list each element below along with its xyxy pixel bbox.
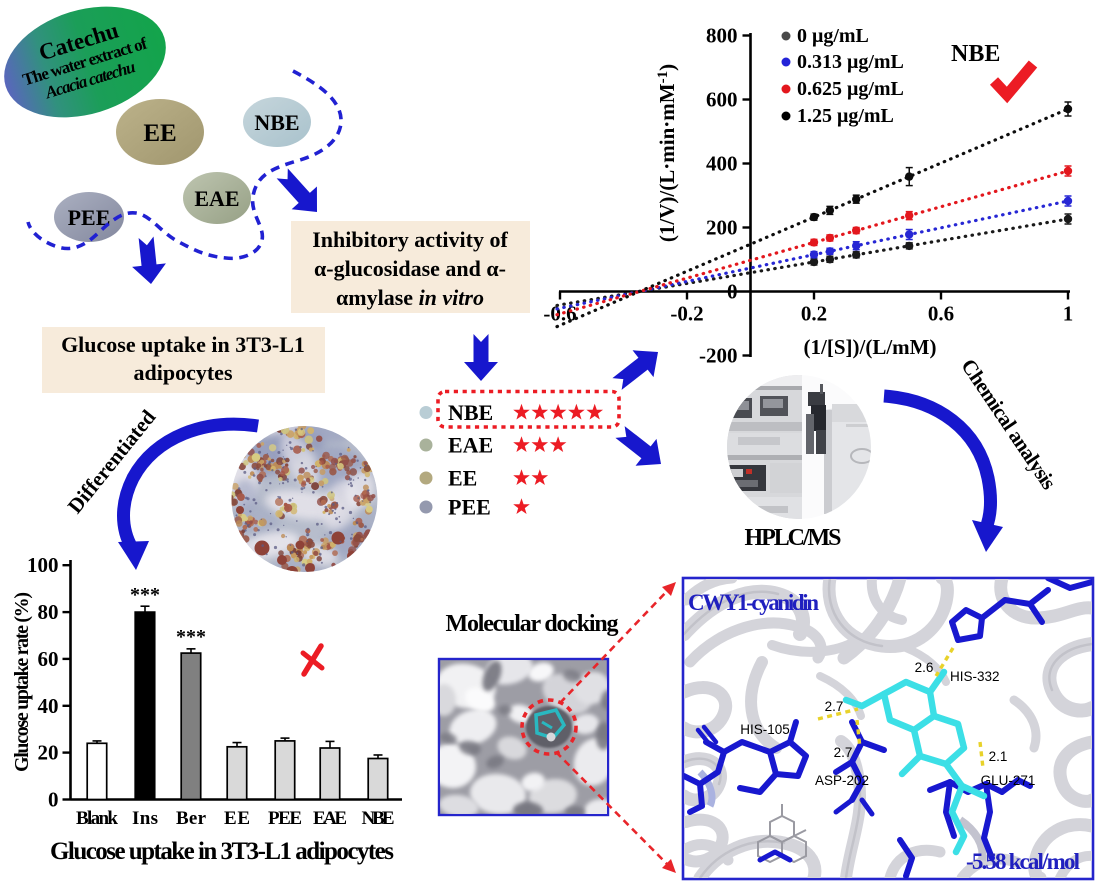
svg-text:1: 1 xyxy=(1063,302,1074,326)
svg-text:40: 40 xyxy=(38,694,59,718)
svg-text:αmylase in vitro: αmylase in vitro xyxy=(336,285,484,310)
svg-text:2.6: 2.6 xyxy=(915,660,934,675)
svg-text:***: *** xyxy=(176,626,206,648)
svg-text:600: 600 xyxy=(706,88,738,112)
svg-text:EE: EE xyxy=(143,120,176,147)
svg-text:0: 0 xyxy=(48,788,59,812)
svg-text:20: 20 xyxy=(38,741,59,765)
svg-text:Glucose uptake in 3T3-L1 adipo: Glucose uptake in 3T3-L1 adipocytes xyxy=(50,838,394,865)
svg-text:Inhibitory activity of: Inhibitory activity of xyxy=(312,227,508,252)
svg-text:EE: EE xyxy=(448,466,477,491)
svg-text:α-glucosidase and α-: α-glucosidase and α- xyxy=(314,256,506,281)
svg-text:400: 400 xyxy=(706,152,738,176)
svg-text:0.625 μg/mL: 0.625 μg/mL xyxy=(797,78,904,100)
svg-text:0: 0 xyxy=(727,280,738,304)
svg-text:NBE: NBE xyxy=(254,110,299,135)
svg-text:(1/[S])/(L/mM): (1/[S])/(L/mM) xyxy=(804,335,937,359)
svg-text:PEE: PEE xyxy=(448,495,491,520)
svg-text:80: 80 xyxy=(38,600,59,624)
svg-text:Chemical analysis: Chemical analysis xyxy=(956,354,1061,493)
svg-text:100: 100 xyxy=(27,553,59,577)
svg-text:Blank: Blank xyxy=(76,808,118,829)
svg-text:CWY1-cyanidin: CWY1-cyanidin xyxy=(688,590,819,615)
svg-text:Glucose uptake in 3T3-L1: Glucose uptake in 3T3-L1 xyxy=(61,332,305,357)
svg-text:PEE: PEE xyxy=(268,808,302,829)
svg-text:0.313 μg/mL: 0.313 μg/mL xyxy=(797,51,904,73)
svg-text:-5.58 kcal/mol: -5.58 kcal/mol xyxy=(966,849,1080,874)
svg-text:EAE: EAE xyxy=(448,433,493,458)
svg-text:2.7: 2.7 xyxy=(825,699,844,714)
svg-text:0.2: 0.2 xyxy=(801,302,827,326)
svg-text:2.7: 2.7 xyxy=(834,745,853,760)
svg-text:2.1: 2.1 xyxy=(989,749,1008,764)
svg-text:Ber: Ber xyxy=(176,808,207,829)
svg-text:NBE: NBE xyxy=(951,41,1000,67)
svg-text:EAE: EAE xyxy=(313,808,347,829)
svg-text:1.25 μg/mL: 1.25 μg/mL xyxy=(797,105,894,127)
svg-text:(1/V)/(L·min·mM-1): (1/V)/(L·min·mM-1) xyxy=(655,64,679,242)
svg-text:NBE: NBE xyxy=(362,808,395,829)
svg-text:800: 800 xyxy=(706,24,738,48)
svg-text:HPLC/MS: HPLC/MS xyxy=(745,525,842,551)
svg-text:-200: -200 xyxy=(699,344,738,368)
svg-text:0 μg/mL: 0 μg/mL xyxy=(797,25,869,47)
svg-text:***: *** xyxy=(130,584,160,606)
svg-text:HIS-105: HIS-105 xyxy=(740,722,790,737)
svg-text:60: 60 xyxy=(38,647,59,671)
svg-text:Glucose uptake rate (%): Glucose uptake rate (%) xyxy=(11,592,33,772)
svg-text:EE: EE xyxy=(224,808,250,829)
svg-text:EAE: EAE xyxy=(194,186,239,211)
svg-text:200: 200 xyxy=(706,216,738,240)
svg-text:GLU-271: GLU-271 xyxy=(981,773,1036,788)
svg-text:PEE: PEE xyxy=(68,205,111,230)
svg-text:adipocytes: adipocytes xyxy=(134,360,233,385)
svg-text:0.6: 0.6 xyxy=(928,302,954,326)
svg-text:Ins: Ins xyxy=(132,808,158,829)
svg-text:HIS-332: HIS-332 xyxy=(950,669,1000,684)
svg-text:ASP-202: ASP-202 xyxy=(815,773,869,788)
svg-text:-0.2: -0.2 xyxy=(670,302,703,326)
svg-text:NBE: NBE xyxy=(448,400,493,425)
svg-text:Molecular docking: Molecular docking xyxy=(446,611,619,637)
